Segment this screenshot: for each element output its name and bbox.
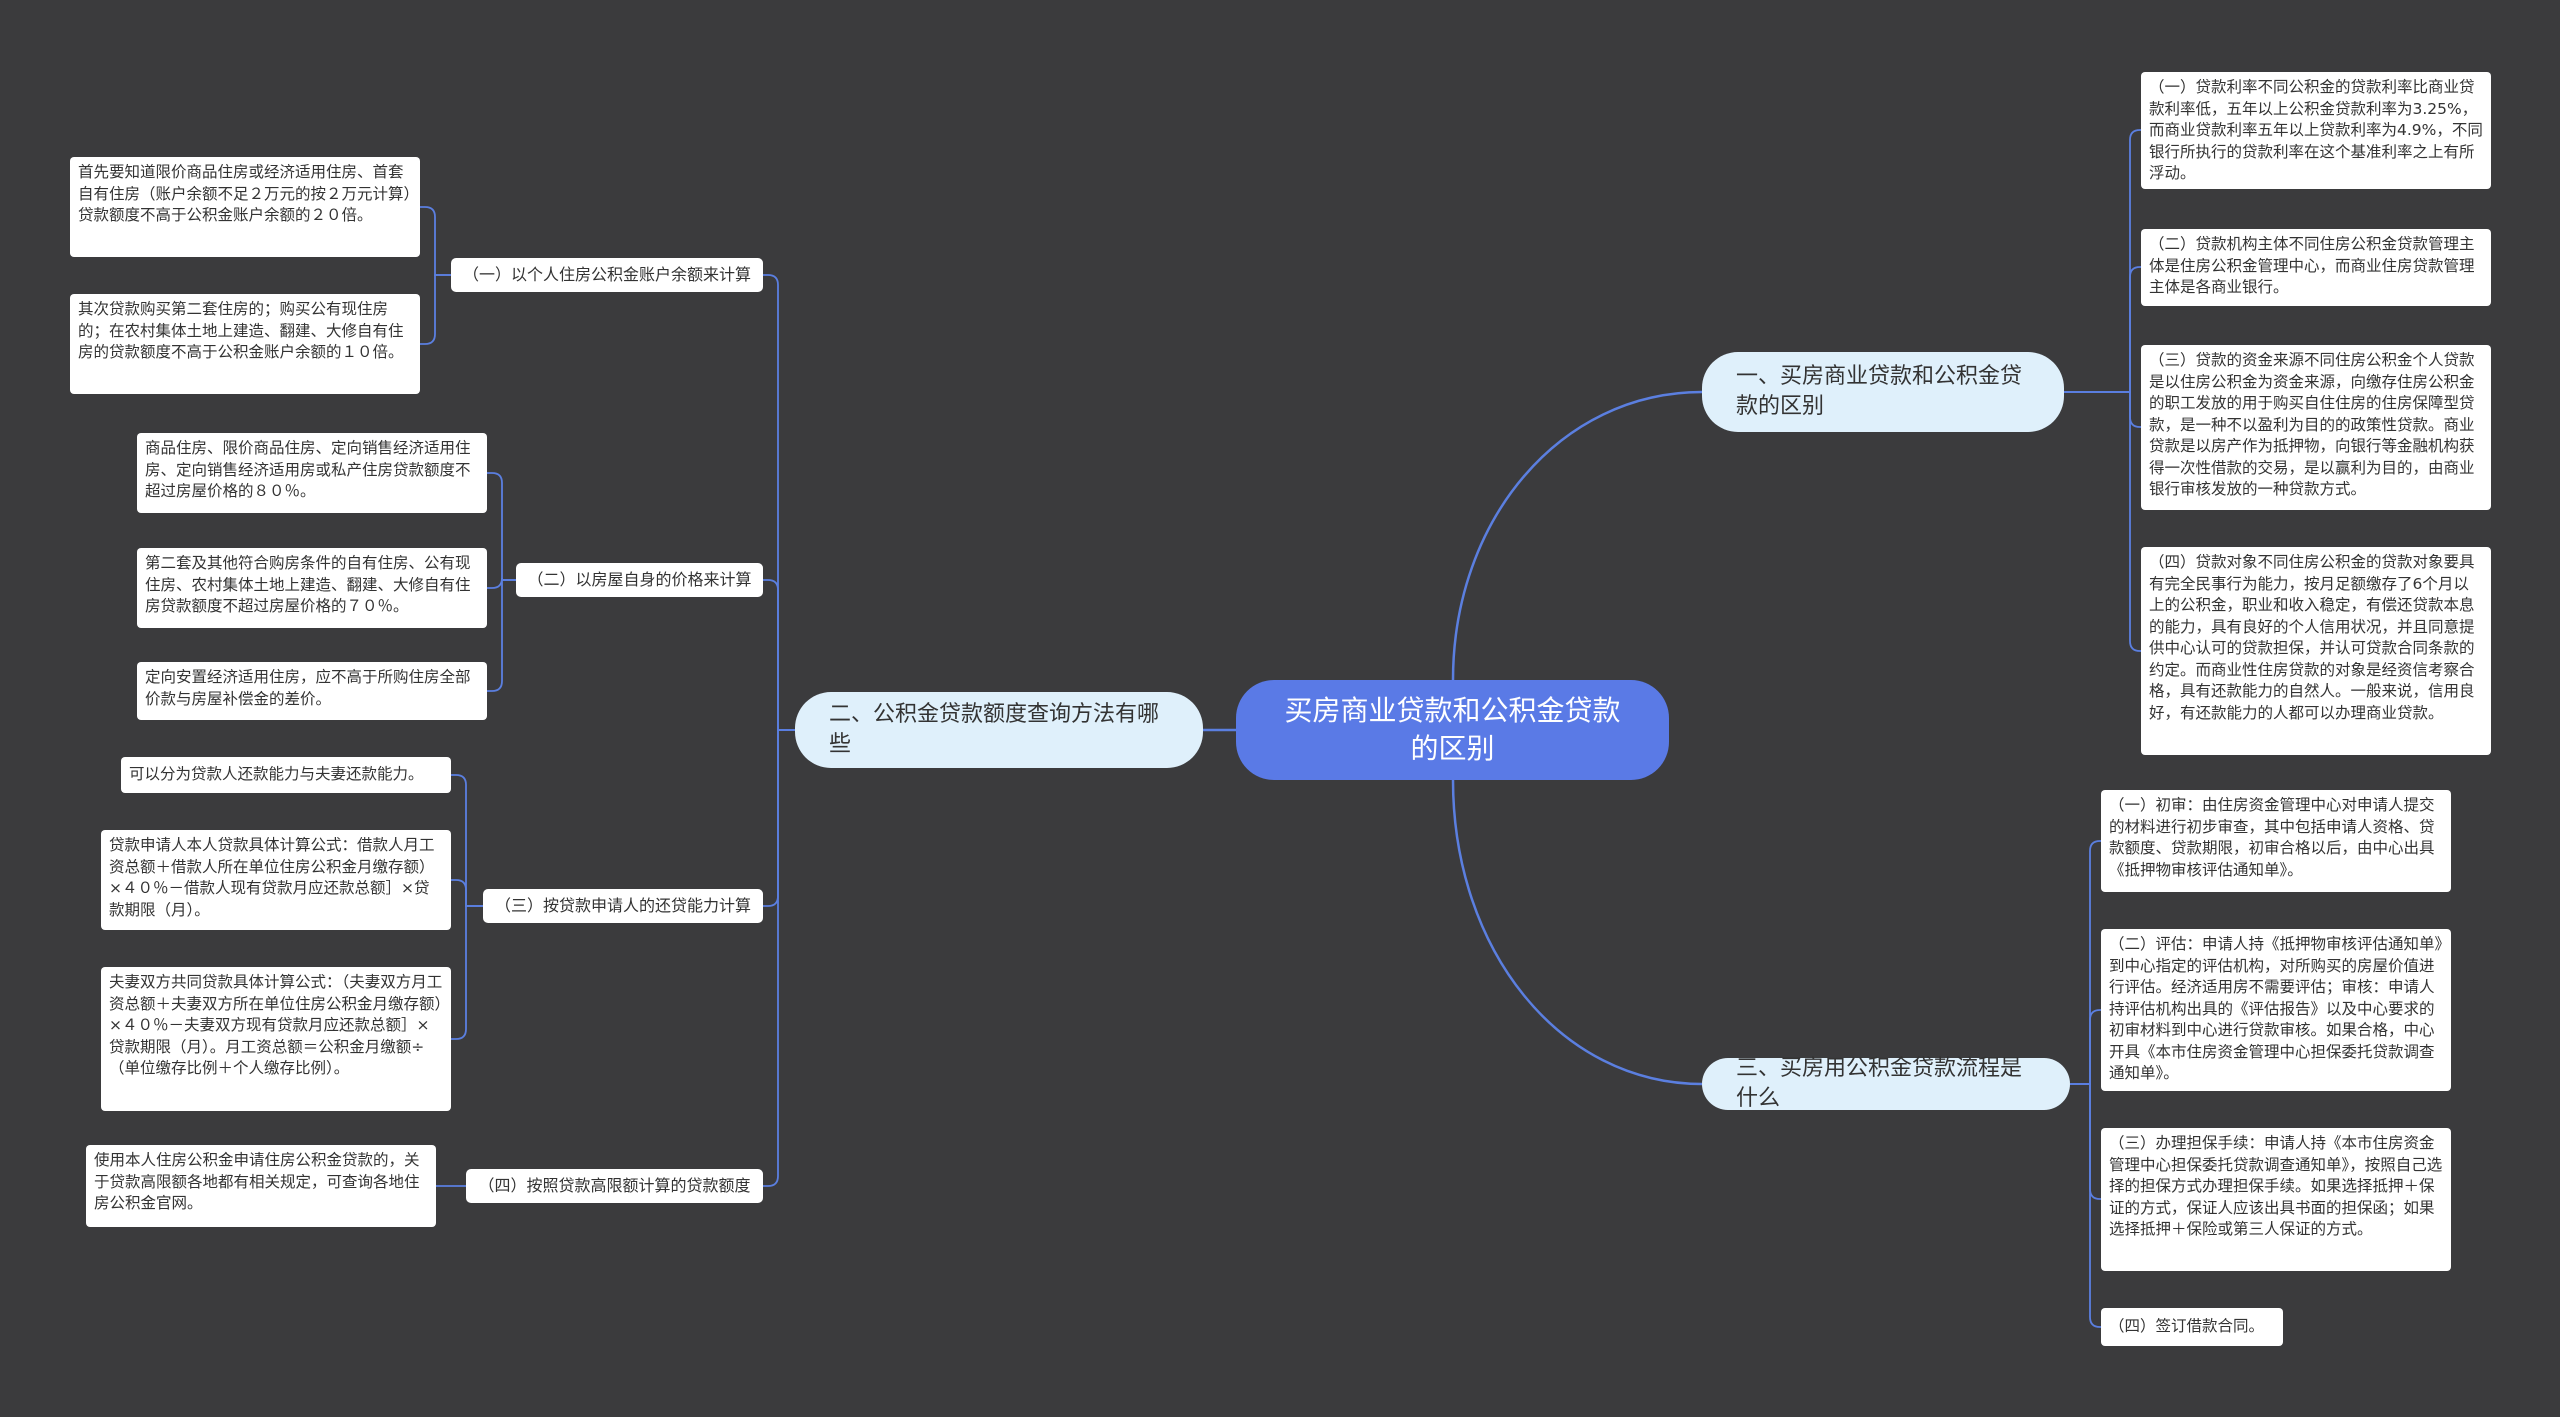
account-balance-first-home[interactable]: 首先要知道限价商品住房或经济适用住房、首套自有住房（账户余额不足２万元的按２万元… bbox=[70, 157, 420, 257]
connector-s3-leaf-2 bbox=[451, 905, 483, 1040]
connector-b2-sub-0 bbox=[763, 274, 795, 731]
process-step-guarantee[interactable]: （三）办理担保手续：申请人持《本市住房资金管理中心担保委托贷款调查通知单》，按照… bbox=[2101, 1128, 2451, 1271]
difference-interest-rate[interactable]: （一）贷款利率不同公积金的贷款利率比商业贷款利率低，五年以上公积金贷款利率为3.… bbox=[2141, 72, 2491, 189]
method-repayment-ability[interactable]: （三）按贷款申请人的还贷能力计算 bbox=[483, 889, 763, 923]
connector-s1-leaf-1 bbox=[420, 274, 452, 345]
connector-root-branch3 bbox=[1451, 779, 1703, 1086]
leaf-text: 可以分为贷款人还款能力与夫妻还款能力。 bbox=[129, 765, 424, 784]
connector-b1-leaf-3 bbox=[2064, 391, 2141, 652]
connector-s3-leaf-0 bbox=[451, 774, 483, 907]
leaf-text: 商品住房、限价商品住房、定向销售经济适用住房、定向销售经济适用房或私产住房贷款额… bbox=[145, 439, 471, 500]
branch-label: 三、买房用公积金贷款流程是什么 bbox=[1736, 1056, 2023, 1111]
leaf-text: （二）贷款机构主体不同住房公积金贷款管理主体是住房公积金管理中心，而商业住房贷款… bbox=[2149, 235, 2475, 296]
connector-root-branch1 bbox=[1451, 390, 1703, 681]
connector-b3-leaf-3 bbox=[2069, 1083, 2101, 1328]
account-balance-second-home[interactable]: 其次贷款购买第二套住房的；购买公有现住房的；在农村集体土地上建造、翻建、大修自有… bbox=[70, 294, 420, 394]
difference-institution[interactable]: （二）贷款机构主体不同住房公积金贷款管理主体是住房公积金管理中心，而商业住房贷款… bbox=[2141, 229, 2491, 306]
connector-b3-leaf-1 bbox=[2069, 1009, 2101, 1085]
connector-b2-sub-2 bbox=[763, 729, 795, 907]
method-maximum-limit[interactable]: （四）按照贷款高限额计算的贷款额度 bbox=[466, 1169, 763, 1203]
connector-b2-sub-3 bbox=[763, 729, 795, 1187]
connector-b3-leaf-0 bbox=[2069, 840, 2101, 1085]
leaf-text: （一）初审：由住房资金管理中心对申请人提交的材料进行初步审查，其中包括申请人资格… bbox=[2109, 796, 2435, 879]
connector-b2-sub-1 bbox=[763, 579, 795, 731]
house-price-70-percent[interactable]: 第二套及其他符合购房条件的自有住房、公有现住房、农村集体土地上建造、翻建、大修自… bbox=[137, 548, 487, 628]
method-house-price[interactable]: （二）以房屋自身的价格来计算 bbox=[516, 563, 763, 597]
connector-s3-leaf-1 bbox=[451, 879, 483, 907]
repayment-ability-types[interactable]: 可以分为贷款人还款能力与夫妻还款能力。 bbox=[121, 757, 451, 793]
connector-b3-leaf-2 bbox=[2069, 1083, 2101, 1200]
branch-loan-differences[interactable]: 一、买房商业贷款和公积金贷款的区别 bbox=[1702, 352, 2064, 432]
leaf-text: （一）贷款利率不同公积金的贷款利率比商业贷款利率低，五年以上公积金贷款利率为3.… bbox=[2149, 78, 2483, 182]
root-topic[interactable]: 买房商业贷款和公积金贷款的区别 bbox=[1236, 680, 1669, 780]
house-price-80-percent[interactable]: 商品住房、限价商品住房、定向销售经济适用住房、定向销售经济适用房或私产住房贷款额… bbox=[137, 433, 487, 513]
root-topic-label: 买房商业贷款和公积金贷款的区别 bbox=[1284, 694, 1621, 765]
leaf-text: （三）办理担保手续：申请人持《本市住房资金管理中心担保委托贷款调查通知单》，按照… bbox=[2109, 1134, 2443, 1238]
repayment-formula-couple[interactable]: 夫妻双方共同贷款具体计算公式：（夫妻双方月工资总额＋夫妻双方所在单位住房公积金月… bbox=[101, 967, 451, 1111]
leaf-text: 夫妻双方共同贷款具体计算公式：（夫妻双方月工资总额＋夫妻双方所在单位住房公积金月… bbox=[109, 973, 443, 1077]
process-step-preliminary-review[interactable]: （一）初审：由住房资金管理中心对申请人提交的材料进行初步审查，其中包括申请人资格… bbox=[2101, 790, 2451, 892]
connector-b1-leaf-1 bbox=[2064, 266, 2141, 393]
branch-label: 二、公积金贷款额度查询方法有哪些 bbox=[829, 702, 1160, 757]
method-account-balance[interactable]: （一）以个人住房公积金账户余额来计算 bbox=[451, 258, 763, 292]
sub-label: （一）以个人住房公积金账户余额来计算 bbox=[462, 265, 751, 284]
connector-s1-leaf-0 bbox=[420, 206, 452, 276]
maximum-limit-note[interactable]: 使用本人住房公积金申请住房公积金贷款的，关于贷款高限额各地都有相关规定，可查询各… bbox=[86, 1145, 436, 1227]
connector-s2-leaf-2 bbox=[487, 579, 516, 692]
leaf-text: （四）签订借款合同。 bbox=[2109, 1317, 2265, 1336]
leaf-text: 定向安置经济适用住房，应不高于所购住房全部价款与房屋补偿金的差价。 bbox=[145, 668, 471, 708]
leaf-text: 首先要知道限价商品住房或经济适用住房、首套自有住房（账户余额不足２万元的按２万元… bbox=[78, 163, 412, 224]
branch-quota-query-methods[interactable]: 二、公积金贷款额度查询方法有哪些 bbox=[795, 692, 1203, 768]
repayment-formula-individual[interactable]: 贷款申请人本人贷款具体计算公式：借款人月工资总额＋借款人所在单位住房公积金月缴存… bbox=[101, 830, 451, 930]
leaf-text: 贷款申请人本人贷款具体计算公式：借款人月工资总额＋借款人所在单位住房公积金月缴存… bbox=[109, 836, 435, 919]
sub-label: （二）以房屋自身的价格来计算 bbox=[527, 570, 752, 589]
difference-fund-source[interactable]: （三）贷款的资金来源不同住房公积金个人贷款是以住房公积金为资金来源，向缴存住房公… bbox=[2141, 345, 2491, 510]
branch-fund-loan-process[interactable]: 三、买房用公积金贷款流程是什么 bbox=[1702, 1056, 2070, 1111]
branch-label: 一、买房商业贷款和公积金贷款的区别 bbox=[1736, 364, 2023, 419]
connector-s2-leaf-0 bbox=[487, 472, 516, 581]
process-step-sign-contract[interactable]: （四）签订借款合同。 bbox=[2101, 1308, 2283, 1346]
leaf-text: （三）贷款的资金来源不同住房公积金个人贷款是以住房公积金为资金来源，向缴存住房公… bbox=[2149, 351, 2475, 498]
leaf-text: 第二套及其他符合购房条件的自有住房、公有现住房、农村集体土地上建造、翻建、大修自… bbox=[145, 554, 471, 615]
leaf-text: 使用本人住房公积金申请住房公积金贷款的，关于贷款高限额各地都有相关规定，可查询各… bbox=[94, 1151, 420, 1212]
leaf-text: （四）贷款对象不同住房公积金的贷款对象要具有完全民事行为能力，按月足额缴存了6个… bbox=[2149, 553, 2475, 722]
sub-label: （三）按贷款申请人的还贷能力计算 bbox=[494, 896, 751, 915]
process-step-evaluation[interactable]: （二）评估：申请人持《抵押物审核评估通知单》到中心指定的评估机构，对所购买的房屋… bbox=[2101, 929, 2451, 1091]
leaf-text: 其次贷款购买第二套住房的；购买公有现住房的；在农村集体土地上建造、翻建、大修自有… bbox=[78, 300, 404, 361]
leaf-text: （二）评估：申请人持《抵押物审核评估通知单》到中心指定的评估机构，对所购买的房屋… bbox=[2109, 935, 2443, 1082]
house-price-resettlement[interactable]: 定向安置经济适用住房，应不高于所购住房全部价款与房屋补偿金的差价。 bbox=[137, 662, 487, 720]
sub-label: （四）按照贷款高限额计算的贷款额度 bbox=[478, 1176, 751, 1195]
difference-borrower[interactable]: （四）贷款对象不同住房公积金的贷款对象要具有完全民事行为能力，按月足额缴存了6个… bbox=[2141, 547, 2491, 755]
